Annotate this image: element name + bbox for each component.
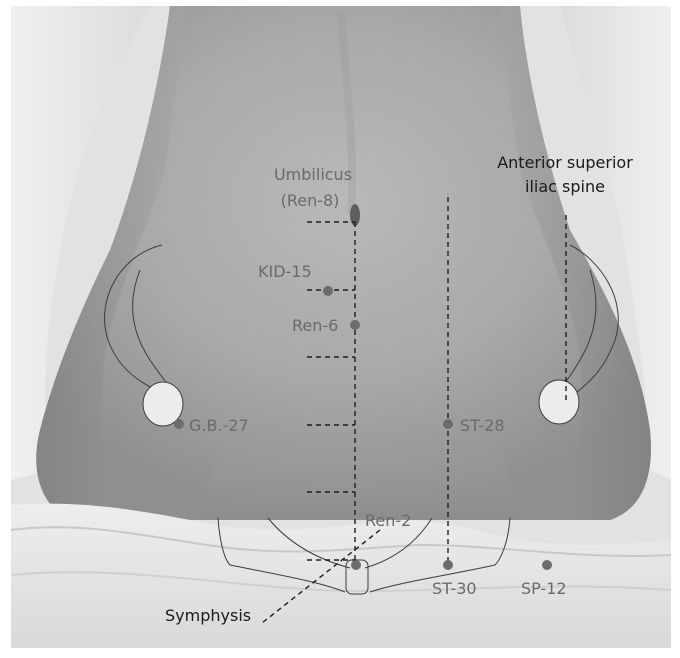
label-st28: ST-28 — [460, 416, 505, 435]
label-gb27: G.B.-27 — [189, 416, 249, 435]
point-ren2 — [351, 560, 361, 570]
label-sp12: SP-12 — [521, 579, 567, 598]
label-symphysis: Symphysis — [165, 606, 251, 625]
label-ren2: Ren-2 — [365, 511, 411, 530]
point-ren6 — [350, 320, 360, 330]
label-umbilicus: Umbilicus — [274, 165, 352, 184]
point-kid15 — [323, 286, 333, 296]
label-kid15: KID-15 — [258, 262, 312, 281]
label-ren6: Ren-6 — [292, 316, 338, 335]
label-ren8: (Ren-8) — [281, 191, 340, 210]
right-asis-marker — [539, 380, 579, 424]
point-st30 — [443, 560, 453, 570]
label-asis-line1: Anterior superior — [497, 153, 633, 172]
label-st30: ST-30 — [432, 579, 477, 598]
point-st28 — [443, 419, 453, 429]
point-gb27 — [174, 419, 184, 429]
left-asis-marker — [143, 382, 183, 426]
point-sp12 — [542, 560, 552, 570]
label-asis-line2: iliac spine — [525, 177, 605, 196]
